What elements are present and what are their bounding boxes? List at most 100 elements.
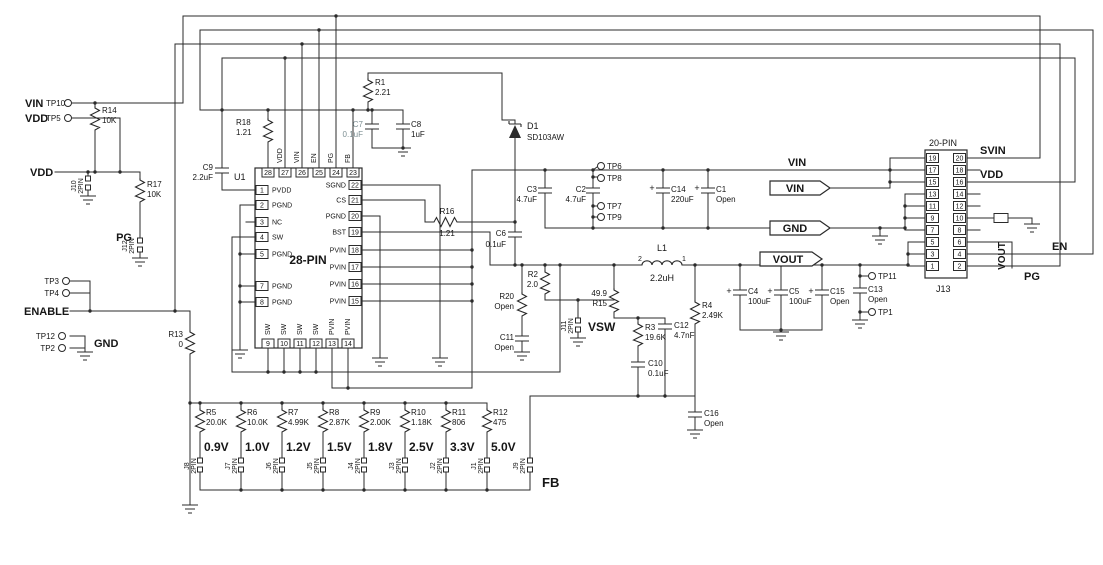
- diode-d1: D1 SD103AW: [508, 121, 565, 142]
- capacitor-symbol: [395, 123, 411, 130]
- part-ref: R12: [493, 408, 508, 417]
- ic-ref: U1: [234, 172, 246, 182]
- jumper-symbol: [402, 457, 408, 473]
- jumper-ref: J6: [266, 462, 273, 470]
- part-value: 806: [452, 418, 466, 427]
- pin-box: [953, 153, 966, 163]
- capacitor-symbol: [364, 123, 380, 130]
- testpoint-circle: [58, 344, 66, 352]
- part-value: 2.00K: [370, 418, 392, 427]
- pin-number: 8: [958, 228, 962, 235]
- resistor-symbol: [399, 407, 411, 433]
- pin-name: PVIN: [345, 319, 352, 335]
- testpoint-circle: [868, 272, 876, 280]
- pin-number: 2: [260, 203, 264, 210]
- testpoint-label: TP8: [607, 174, 622, 183]
- capacitor-symbol: [852, 287, 868, 294]
- part-ref: C16: [704, 409, 719, 418]
- ground-icon: [181, 504, 199, 514]
- part-value: 2.2uH: [650, 273, 674, 283]
- ground-icon: [772, 331, 790, 341]
- voltage-option: 1.5V: [327, 440, 352, 454]
- resistor-symbol: [481, 407, 493, 433]
- fb-option-1.5v: R8 2.87K 1.5V J5 2PIN: [307, 407, 352, 474]
- pin-number: 17: [929, 168, 937, 175]
- ground-icon: [431, 357, 449, 367]
- pin-box: [953, 249, 966, 259]
- jumper-ref: J12: [122, 240, 129, 251]
- ground-icon: [1023, 223, 1041, 233]
- part-ref: R15: [592, 299, 607, 308]
- pin-number: 11: [296, 341, 303, 348]
- resistor-symbol: [431, 216, 463, 228]
- inductor-symbol: [641, 260, 683, 266]
- testpoint-label: TP12: [36, 332, 56, 341]
- polarity-plus: +: [649, 183, 654, 193]
- pin-box: [277, 338, 291, 349]
- fb-option-3.3v: R11 806 3.3V J2 2PIN: [430, 407, 475, 474]
- testpoint-circle: [597, 202, 605, 210]
- polarity-plus: +: [808, 286, 813, 296]
- pin-box: [926, 165, 939, 175]
- part-ref: C13: [868, 285, 883, 294]
- pin-number: 13: [328, 341, 336, 348]
- pin-box: [953, 213, 966, 223]
- part-value: 10K: [102, 116, 117, 125]
- jumper-ref: J10: [71, 180, 78, 191]
- part-value: 1uF: [411, 130, 425, 139]
- pin-number: 14: [956, 192, 964, 199]
- resistor-symbol: [134, 177, 146, 203]
- part-value: 2.2uF: [193, 173, 214, 182]
- pin-number: 25: [315, 170, 323, 177]
- capacitor-symbol: [630, 361, 646, 368]
- jumper-type: 2PIN: [520, 458, 527, 474]
- pin-name: VDD: [277, 148, 284, 163]
- feedback-ladder: R5 20.0K 0.9V J8 2PIN R6 10.0K 1.0V J7 2…: [184, 407, 559, 490]
- voltage-option: 1.2V: [286, 440, 311, 454]
- gnd-flag: GND: [769, 220, 832, 236]
- testpoint-label: TP11: [878, 272, 897, 281]
- part-value: 100uF: [748, 297, 771, 306]
- jumper-type: 2PIN: [191, 458, 198, 474]
- capacitor-symbol: [732, 289, 748, 296]
- voltage-option: 2.5V: [409, 440, 434, 454]
- pin-number: 1: [260, 188, 264, 195]
- net-flag-shape: [759, 251, 824, 267]
- pin-name: PGND: [272, 252, 292, 259]
- part-ref: R7: [288, 408, 299, 417]
- pin-box: [926, 153, 939, 163]
- pin-number: 28: [264, 170, 272, 177]
- pin-name: SW: [313, 323, 320, 335]
- testpoint-label: TP6: [607, 162, 622, 171]
- net-label-fb: FB: [542, 475, 559, 490]
- jumper-ref: J4: [348, 462, 355, 470]
- part-ref: R1: [375, 78, 386, 87]
- ground-icon: [131, 257, 149, 267]
- pin-name: PG: [328, 153, 335, 163]
- pin-number: 27: [281, 170, 289, 177]
- pin-box: [348, 180, 362, 190]
- ground-icon: [851, 319, 869, 329]
- voltage-option: 3.3V: [450, 440, 475, 454]
- polarity-plus: +: [726, 286, 731, 296]
- part-ref: C7: [353, 120, 364, 129]
- inductor-l1: L1 2.2uH 2 1: [638, 243, 686, 283]
- part-ref: R3: [645, 323, 656, 332]
- pin-name: SW: [272, 235, 284, 242]
- connector-title: 20-PIN: [929, 138, 957, 148]
- fb-option-2.5v: R10 1.18K 2.5V J3 2PIN: [389, 407, 434, 474]
- testpoint-label: TP2: [40, 344, 55, 353]
- pin-box: [953, 177, 966, 187]
- net-label-vin-flag: VIN: [786, 183, 804, 195]
- pin-box: [325, 338, 339, 349]
- pin-box: [926, 213, 939, 223]
- resistor-symbol: [262, 117, 274, 143]
- pin-number: 5: [260, 252, 264, 259]
- part-ref: R4: [702, 301, 713, 310]
- pin-box: [953, 225, 966, 235]
- jumper-type: 2PIN: [314, 458, 321, 474]
- testpoint-label: TP3: [44, 277, 59, 286]
- pin-number: 20: [351, 214, 359, 221]
- voltage-option: 5.0V: [491, 440, 516, 454]
